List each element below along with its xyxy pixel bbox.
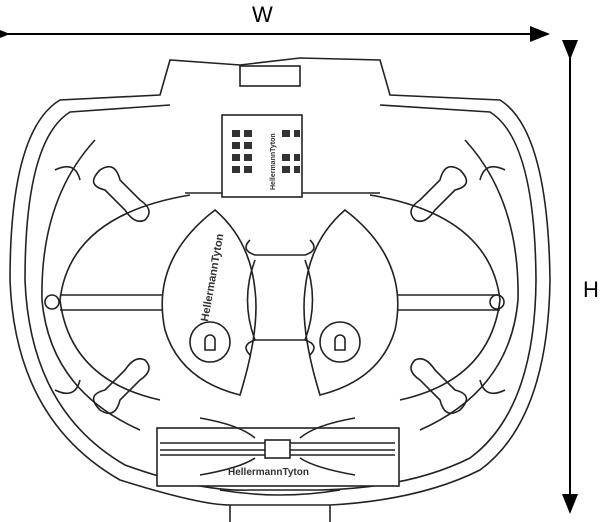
bottom-fiber-arcs — [199, 417, 356, 476]
mount-hole-left — [44, 294, 60, 310]
bottom-tab — [219, 489, 341, 522]
horizontal-guides — [60, 192, 500, 311]
bottom-splice-holder — [156, 427, 400, 487]
left-keyhole-slot — [204, 334, 216, 351]
bottom-holder-logo: HellermannTyton — [228, 467, 309, 478]
left-keyhole — [189, 321, 231, 363]
right-keyhole — [319, 321, 361, 363]
tray-inner-rim — [24, 104, 537, 491]
cassette-slots — [232, 130, 300, 173]
splice-sleeve — [264, 439, 291, 459]
top-cassette-logo: HellermannTyton — [270, 133, 277, 190]
height-label: H — [583, 277, 599, 302]
right-keyhole-slot — [334, 334, 346, 351]
tray-outer-shell — [9, 57, 551, 506]
inner-ring — [41, 139, 519, 431]
top-clip — [239, 65, 301, 87]
fiber-guide-fingers — [54, 165, 506, 415]
inner-ring-2 — [59, 194, 501, 401]
right-lobe — [303, 208, 399, 396]
width-label: W — [252, 2, 273, 27]
center-channels — [245, 239, 315, 356]
mount-hole-right — [489, 294, 505, 310]
